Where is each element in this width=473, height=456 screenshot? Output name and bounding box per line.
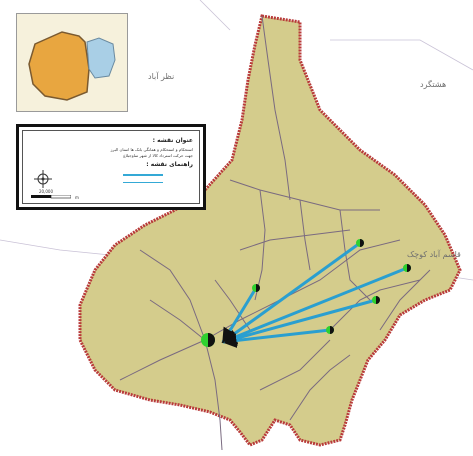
legend-flow-line [123, 174, 163, 176]
flow-arrow-node-ne-2 [221, 266, 408, 344]
province-shape-icon [28, 31, 90, 101]
flow-arrow-node-e-2 [221, 328, 331, 348]
scale-bar [31, 195, 71, 199]
legend-inner-frame: عنوان نقشه : استحکام و استحکام و همانگی … [22, 130, 200, 204]
map-node-node-e-2 [326, 326, 334, 334]
map-legend: عنوان نقشه : استحکام و استحکام و همانگی … [16, 124, 206, 210]
map-node-node-ne-2 [403, 264, 411, 272]
inset-locator-map [16, 13, 128, 112]
map-node-node-e-1 [372, 296, 380, 304]
place-label-nazarabad: نظر آباد [148, 72, 175, 81]
legend-title-text: استحکام و استحکام و همانگی بانک ها استان… [110, 147, 194, 152]
flow-lines [221, 241, 408, 348]
map-node-node-ne-1 [356, 239, 364, 247]
lake-shape-icon [86, 37, 116, 79]
flow-arrow-node-ne-1 [221, 241, 361, 344]
legend-subtitle-text: جهت حرکت استرداد کالا از شهر ساوجبلاغ [123, 153, 193, 158]
scale-value: 20,000 [39, 189, 53, 194]
inset-svg [28, 31, 116, 101]
region-boundary [78, 14, 462, 447]
place-label-qasemabad: قاسم آباد کوچک [407, 250, 461, 259]
nodes [201, 239, 411, 347]
compass-icon [34, 170, 52, 188]
map-node-center [201, 333, 215, 347]
legend-guide-label: راهنمای نقشه : [146, 161, 193, 168]
legend-flow-line-thin [123, 182, 163, 183]
flow-arrow-node-w-1 [221, 287, 258, 344]
flow-arrow-node-e-1 [221, 298, 377, 346]
scale-unit: m [75, 195, 79, 200]
legend-title-label: عنوان نقشه : [152, 137, 193, 144]
place-label-hashtgerd: هشتگرد [420, 80, 447, 89]
map-node-node-w-1 [252, 284, 260, 292]
